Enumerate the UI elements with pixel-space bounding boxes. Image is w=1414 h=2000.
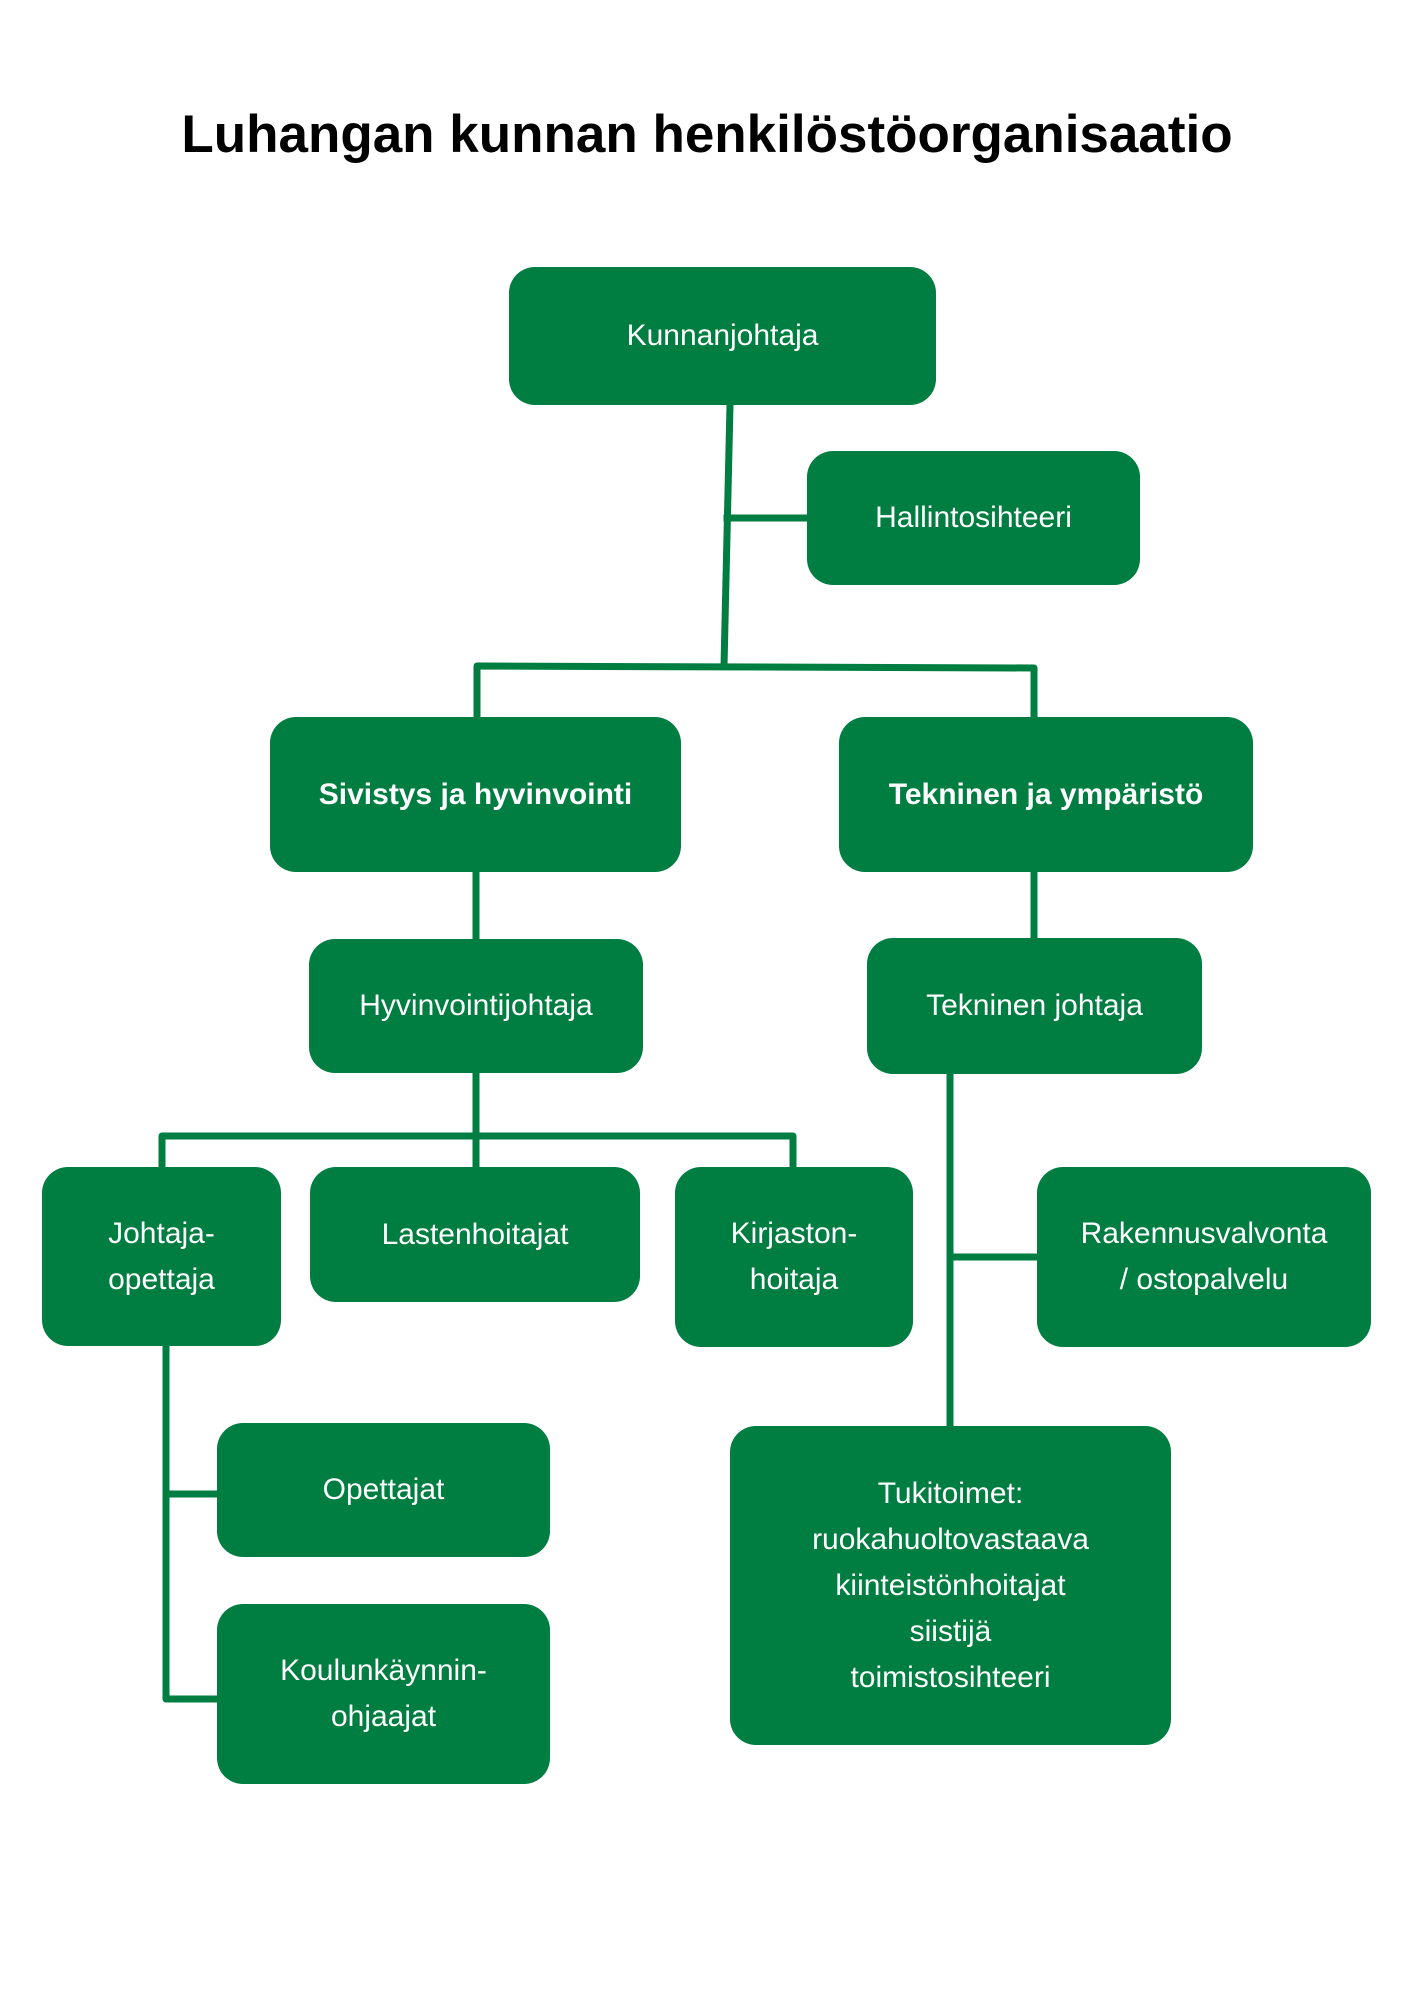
node-tekninen-ja-ymparisto[interactable]: Tekninen ja ympäristö xyxy=(839,717,1253,872)
node-label: Kirjaston- hoitaja xyxy=(730,1217,858,1296)
node-rakennusvalvonta[interactable]: Rakennusvalvonta / ostopalvelu xyxy=(1037,1167,1371,1347)
connector-hyvinvointi-branch xyxy=(158,1132,797,1171)
node-johtaja-opettaja[interactable]: Johtaja- opettaja xyxy=(42,1167,281,1346)
node-kirjastonhoitaja[interactable]: Kirjaston- hoitaja xyxy=(675,1167,913,1347)
node-label: Opettajat xyxy=(322,1473,445,1506)
node-label: Tekninen johtaja xyxy=(926,989,1143,1022)
node-kunnanjohtaja[interactable]: Kunnanjohtaja xyxy=(509,267,936,405)
node-lastenhoitajat[interactable]: Lastenhoitajat xyxy=(310,1167,640,1302)
node-label: Johtaja- opettaja xyxy=(108,1216,215,1296)
node-label: Tekninen ja ympäristö xyxy=(888,777,1204,811)
node-label: Hallintosihteeri xyxy=(875,501,1072,534)
node-label: Hyvinvointijohtaja xyxy=(359,989,593,1022)
node-sivistys-ja-hyvinvointi[interactable]: Sivistys ja hyvinvointi xyxy=(270,717,681,872)
node-label: Tukitoimet: ruokahuoltovastaava kiinteis… xyxy=(812,1476,1089,1694)
node-label: Koulunkäynnin- ohjaajat xyxy=(280,1654,487,1733)
connector-johtaja-trunk xyxy=(162,1341,221,1703)
connector-kunnanjohtaja-trunk xyxy=(720,401,734,670)
node-label: Kunnanjohtaja xyxy=(626,319,819,352)
node-label: Sivistys ja hyvinvointi xyxy=(318,777,633,811)
node-hallintosihteeri[interactable]: Hallintosihteeri xyxy=(807,451,1140,585)
node-hyvinvointijohtaja[interactable]: Hyvinvointijohtaja xyxy=(309,939,643,1073)
connector-top-branch xyxy=(473,662,1038,721)
page-title: Luhangan kunnan henkilöstöorganisaatio xyxy=(181,105,1233,164)
node-label: Rakennusvalvonta / ostopalvelu xyxy=(1080,1217,1328,1296)
node-opettajat[interactable]: Opettajat xyxy=(217,1423,550,1557)
node-label: Lastenhoitajat xyxy=(381,1217,569,1251)
node-tukitoimet[interactable]: Tukitoimet: ruokahuoltovastaava kiinteis… xyxy=(730,1426,1171,1745)
node-koulunkaynninohjaajat[interactable]: Koulunkäynnin- ohjaajat xyxy=(217,1604,550,1784)
node-tekninen-johtaja[interactable]: Tekninen johtaja xyxy=(867,938,1202,1074)
